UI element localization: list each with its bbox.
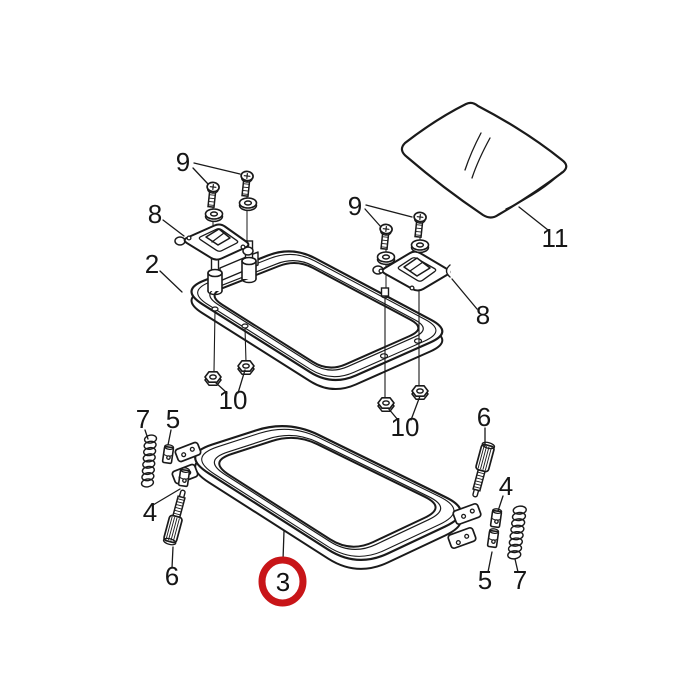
hinge-part-8-right: [372, 250, 451, 292]
thumb-bolt-icon: [472, 441, 496, 498]
leader-line: [152, 488, 181, 506]
leader-line: [365, 204, 413, 218]
callout-5-left[interactable]: 5: [166, 404, 180, 434]
callout-10-right[interactable]: 10: [391, 412, 420, 442]
callout-2[interactable]: 2: [145, 249, 159, 279]
glass-panel-outline: [400, 101, 568, 219]
standoff-icon: [207, 268, 223, 296]
frame-part-3: [194, 425, 462, 570]
spring-icon: [507, 505, 527, 560]
leader-line: [159, 270, 183, 293]
selected-part-highlight: [258, 556, 307, 607]
callout-9-left[interactable]: 9: [176, 147, 190, 177]
leader-lines-layer: [144, 162, 549, 573]
callout-5-right[interactable]: 5: [478, 565, 492, 595]
callout-6-right[interactable]: 6: [477, 402, 491, 432]
leader-line: [387, 407, 399, 421]
glass-panel-part-11: [400, 101, 568, 219]
nut-icon: [411, 385, 429, 400]
leader-line: [167, 429, 172, 446]
leader-line: [214, 381, 228, 394]
nut-icon: [237, 360, 255, 375]
leader-line: [518, 206, 549, 231]
leader-line: [514, 558, 519, 573]
hinge-part-8-left: [174, 223, 254, 261]
leader-line: [451, 278, 478, 310]
leader-line: [282, 530, 285, 561]
callout-8-left[interactable]: 8: [148, 199, 162, 229]
thumb-bolt-icon: [162, 489, 186, 546]
leader-line: [364, 208, 382, 228]
spacer-pin-icon: [486, 528, 500, 549]
nut-icon: [377, 397, 395, 412]
screw-icon: [379, 223, 393, 251]
hinge-stud-icon: [380, 287, 390, 299]
bracket-plate-icon: [174, 441, 202, 463]
leader-line: [171, 546, 174, 569]
spacer-pin-icon: [489, 508, 503, 529]
leader-line: [192, 167, 209, 185]
callout-11[interactable]: 11: [542, 223, 569, 253]
leader-line: [410, 395, 421, 421]
glass-edge-curve: [505, 171, 563, 210]
leader-line: [144, 429, 149, 440]
washer-icon: [204, 208, 224, 223]
screw-icon: [240, 170, 254, 198]
leader-line: [237, 369, 246, 394]
callout-9-right[interactable]: 9: [348, 191, 362, 221]
leader-line: [162, 219, 185, 237]
bracket-plate-icon: [447, 526, 477, 550]
standoff-icon: [241, 256, 257, 284]
glass-reflection-line: [464, 132, 482, 171]
leader-line: [487, 551, 493, 573]
callout-4-left[interactable]: 4: [143, 497, 157, 527]
diagram-parts-layer: [140, 170, 527, 570]
leader-line: [193, 162, 241, 175]
washer-icon: [238, 197, 258, 212]
screw-icon: [206, 181, 220, 209]
nut-icon: [204, 371, 222, 386]
washer-icon: [376, 251, 396, 266]
callout-7-left[interactable]: 7: [136, 404, 150, 434]
leader-line: [497, 495, 504, 512]
spacer-pin-icon: [177, 467, 191, 488]
spring-icon: [140, 434, 158, 488]
bracket-plate-icon: [452, 502, 482, 526]
screw-icon: [413, 211, 427, 239]
callout-10-left[interactable]: 10: [219, 385, 248, 415]
callout-labels-layer: 9 8 2 9 8 11 10 10 7 5 4 6 6 4 5 7 3: [136, 147, 569, 597]
glass-reflection-line: [471, 137, 491, 179]
callout-3-selected[interactable]: 3: [276, 567, 290, 597]
callout-7-right[interactable]: 7: [513, 565, 527, 595]
spacer-pin-icon: [161, 444, 175, 465]
callout-8-right[interactable]: 8: [476, 300, 490, 330]
washer-icon: [410, 239, 430, 254]
callout-6-left[interactable]: 6: [165, 561, 179, 591]
callout-4-right[interactable]: 4: [499, 471, 513, 501]
